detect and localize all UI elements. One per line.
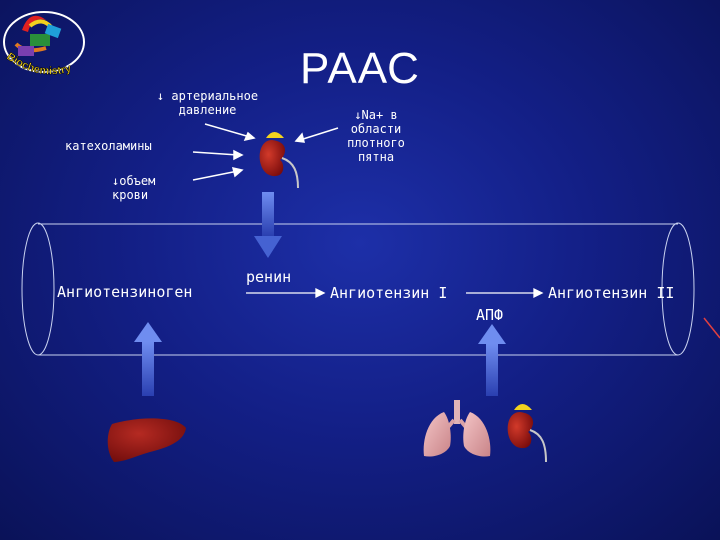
- stimulus-sodium-line2: области: [350, 122, 402, 136]
- stimulus-arterial-pressure-line1: ↓ артериальное: [156, 89, 259, 103]
- label-renin: ренин: [246, 268, 292, 286]
- label-angiotensinogen: Ангиотензиноген: [57, 283, 193, 301]
- slide-title: РААС: [300, 44, 420, 93]
- liver-icon: [107, 418, 186, 462]
- pathway-arrows: [246, 287, 544, 299]
- ace-up-arrow: [478, 324, 506, 396]
- stimulus-arterial-pressure: ↓ артериальное давление: [150, 89, 265, 117]
- liver-up-arrow: [134, 322, 162, 396]
- stimulus-arterial-pressure-line2: давление: [178, 103, 237, 117]
- stimulus-catecholamines: катехоламины: [65, 139, 152, 153]
- stimulus-sodium-line3: плотного: [347, 136, 405, 150]
- svg-text:Biochemistry: Biochemistry: [4, 51, 73, 78]
- logo: Biochemistry: [3, 11, 85, 78]
- stimulus-sodium-line4: пятна: [357, 150, 395, 164]
- lungs-icon: [423, 400, 491, 457]
- label-angiotensin-2: Ангиотензин II: [548, 284, 675, 302]
- label-ace: АПФ: [476, 306, 504, 324]
- edge-line: [703, 317, 720, 339]
- renin-down-arrow: [254, 192, 282, 258]
- label-angiotensin-1: Ангиотензин I: [330, 284, 448, 302]
- stimulus-blood-volume-line1: ↓объем: [112, 174, 156, 188]
- kidney-bottom-icon: [507, 404, 547, 463]
- stimulus-blood-volume-line2: крови: [112, 188, 149, 202]
- kidney-top-icon: [259, 132, 299, 189]
- stimulus-blood-volume: ↓объем крови: [112, 174, 155, 202]
- stimulus-sodium: ↓Na+ в области плотного пятна: [336, 108, 416, 164]
- logo-text: Biochemistry: [4, 50, 74, 77]
- stimulus-sodium-line1: ↓Na+ в: [354, 108, 398, 122]
- stimulus-arrows: [192, 123, 339, 181]
